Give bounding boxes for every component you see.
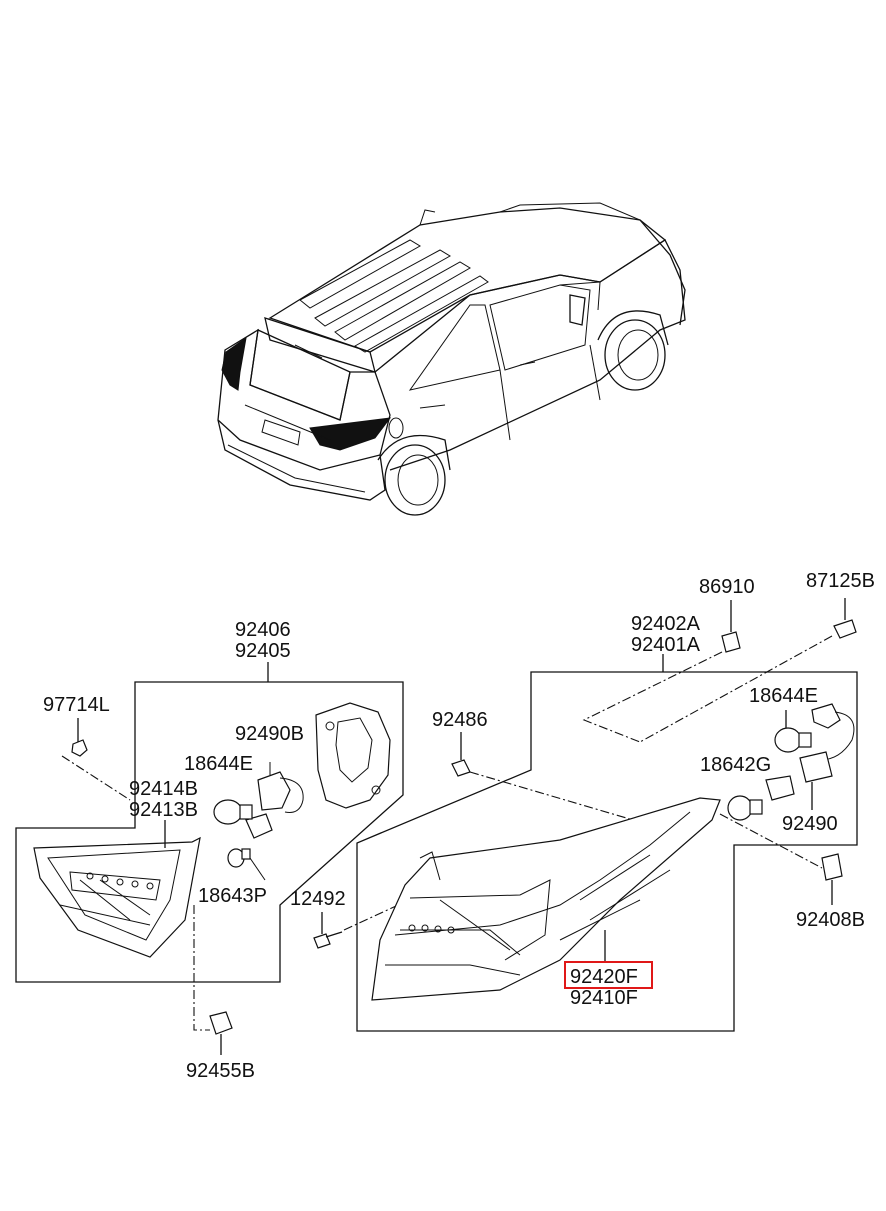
label-97714L[interactable]: 97714L — [43, 694, 110, 716]
clip-92455B — [193, 905, 233, 1055]
bulb-18643P — [227, 848, 251, 868]
label-18642G[interactable]: 18642G — [700, 754, 771, 776]
label-92455B[interactable]: 92455B — [186, 1060, 255, 1082]
label-92490B[interactable]: 92490B — [235, 723, 304, 745]
gasket-part — [315, 702, 391, 809]
part-labels: 86910 87125B 92402A 92401A 92406 92405 9… — [43, 570, 875, 1082]
vehicle-illustration — [217, 202, 686, 516]
label-18644E-left[interactable]: 18644E — [184, 753, 253, 775]
clip-92408B — [719, 813, 843, 905]
label-92408B[interactable]: 92408B — [796, 909, 865, 931]
outer-tail-lamp-92420F — [371, 797, 721, 1001]
socket-92490B — [245, 762, 304, 839]
bulb-18644E-right — [774, 710, 812, 753]
label-18643P[interactable]: 18643P — [198, 885, 267, 907]
label-92405[interactable]: 92405 — [235, 640, 291, 662]
clip-87125B — [639, 598, 857, 743]
grommet-86910 — [582, 600, 741, 743]
label-92486[interactable]: 92486 — [432, 709, 488, 731]
label-18644E-right[interactable]: 18644E — [749, 685, 818, 707]
inner-lamp-92413B — [33, 836, 201, 958]
label-86910[interactable]: 86910 — [699, 576, 755, 598]
label-87125B[interactable]: 87125B — [806, 570, 875, 592]
nut-97714L — [61, 718, 131, 801]
screw-92486 — [451, 732, 641, 823]
socket-harness-92490 — [765, 703, 855, 810]
label-92490[interactable]: 92490 — [782, 813, 838, 835]
inner-lamp-assembly-box — [15, 662, 404, 983]
outer-lamp-assembly-box — [356, 654, 858, 1032]
label-92401A[interactable]: 92401A — [631, 634, 701, 656]
label-92420F[interactable]: 92420F — [570, 966, 638, 988]
label-92402A[interactable]: 92402A — [631, 613, 701, 635]
label-12492[interactable]: 12492 — [290, 888, 346, 910]
bulb-18644E-left — [213, 799, 253, 825]
bulb-18642G — [727, 795, 763, 821]
highlight-box-92420F — [564, 961, 653, 989]
label-92414B[interactable]: 92414B — [129, 778, 198, 800]
label-92410F[interactable]: 92410F — [570, 987, 638, 1009]
label-92413B[interactable]: 92413B — [129, 799, 198, 821]
label-92406[interactable]: 92406 — [235, 619, 291, 641]
